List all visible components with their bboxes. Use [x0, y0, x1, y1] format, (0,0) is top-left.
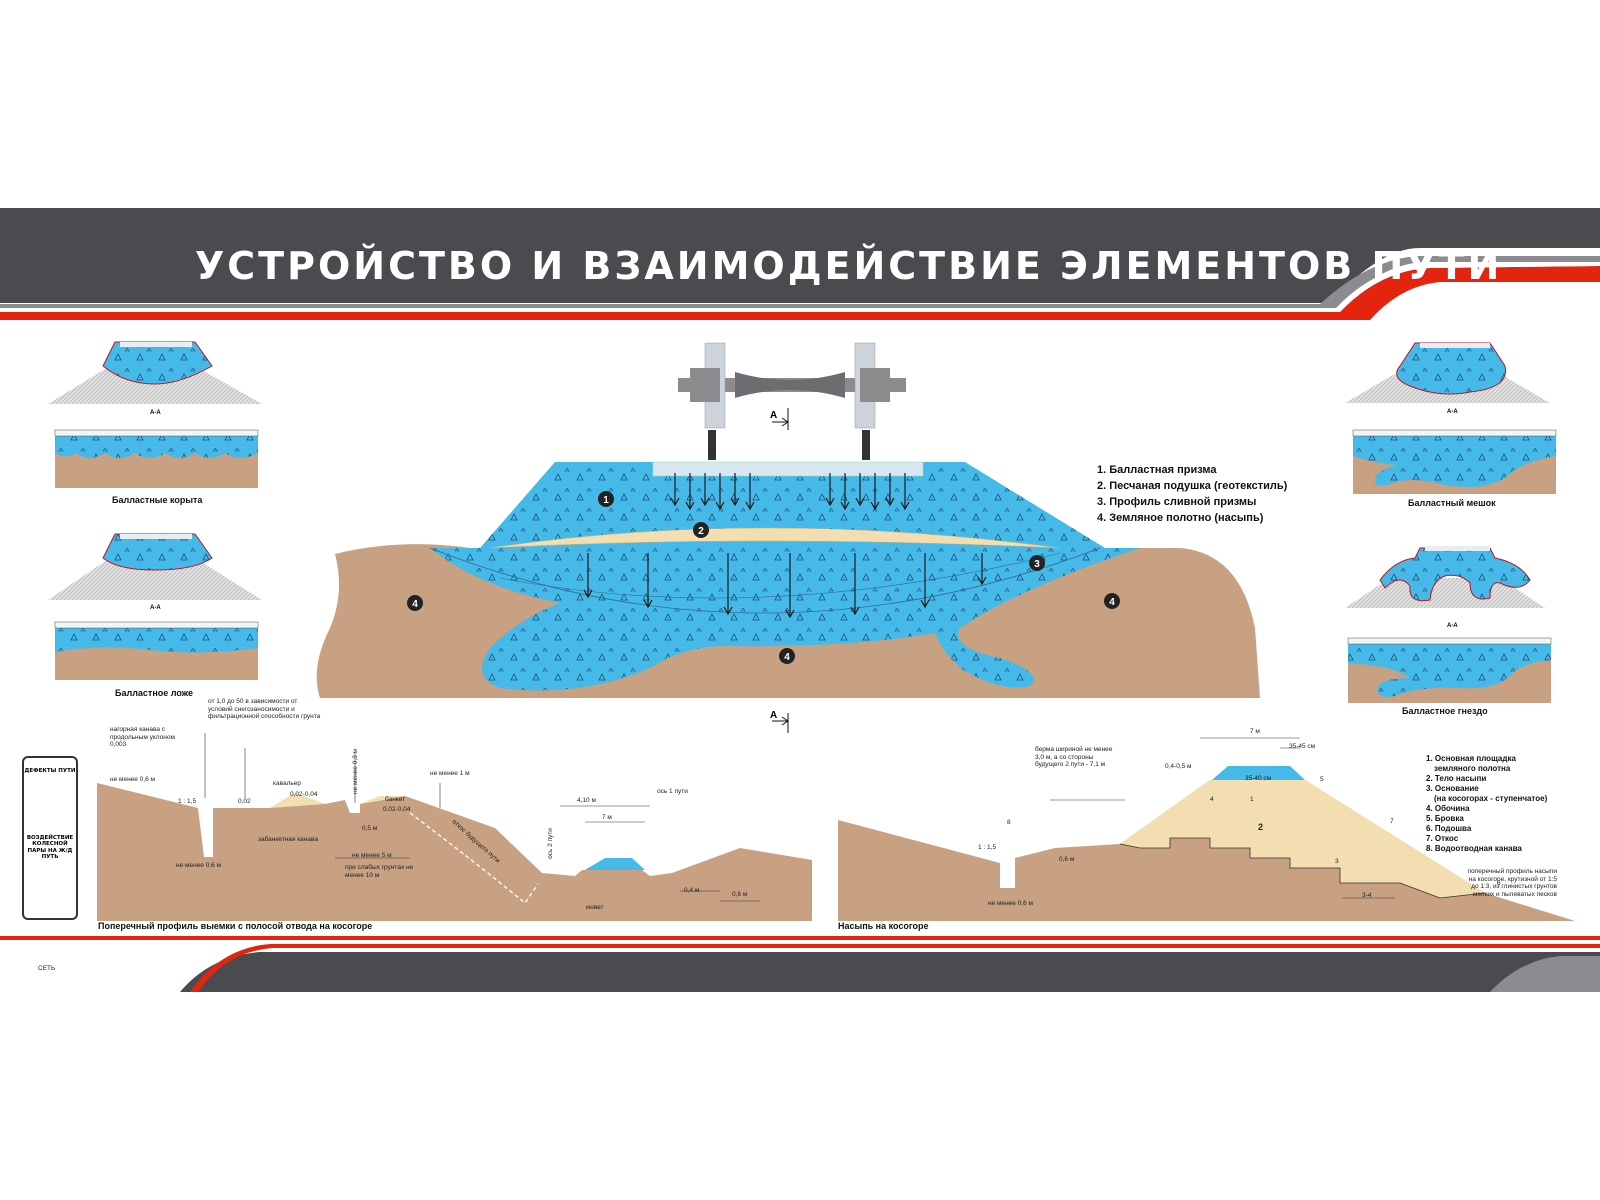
right-panels: А-А А-А [1345, 342, 1557, 703]
left-section-label-1: А-А [150, 410, 161, 416]
footer-small-text: СЕТЬ [38, 965, 56, 972]
emb-legend-8: 8. Водоотводная канава [1426, 844, 1522, 853]
emb-legend-1: 1. Основная площадка [1426, 754, 1516, 763]
marker-4-bottom: 4 [784, 652, 790, 663]
berm-note: берма шириной не менее 3,0 м, а со сторо… [1035, 746, 1113, 768]
kuvet-label: кювет [586, 904, 604, 911]
defects-box: ДЕФЕКТЫ ПУТИ ВОЗДЕЙСТВИЕ КОЛЕСНОЙ ПАРЫ Н… [22, 756, 78, 920]
width-7-label: 7 м [602, 814, 612, 821]
emb-legend-4: 4. Обочина [1426, 804, 1470, 813]
banket-label: банкет [385, 796, 406, 803]
h05-label: 0,5 м [362, 825, 378, 832]
caption-ballast-troughs: Балластные корыта [112, 495, 203, 505]
caption-cut-profile: Поперечный профиль выемки с полосой отво… [98, 921, 373, 931]
br-min06-label: не менее 0,6 м [988, 900, 1034, 907]
axis2-label: ось 2 пути [546, 828, 554, 859]
marker-3: 3 [1034, 559, 1040, 570]
marker-4-right: 4 [1109, 597, 1115, 608]
caption-ballast-nest: Балластное гнездо [1402, 706, 1488, 716]
left-section-label-2: А-А [150, 605, 161, 611]
marker-4-left: 4 [412, 599, 418, 610]
emb-legend-3: 3. Основание [1426, 784, 1479, 793]
weak-soils-note: при слабых грунтах не менее 10 м [345, 864, 414, 879]
legend-item-4: 4. Земляное полотно (насыпь) [1097, 512, 1264, 524]
legend-item-2: 2. Песчаная подушка (геотекстиль) [1097, 480, 1288, 492]
br-step-34-label: 3-4 [1362, 892, 1372, 899]
section-marker-bottom: А [770, 710, 777, 721]
zabanket-label: забанкетная канава [258, 836, 318, 843]
page-title: УСТРОЙСТВО И ВЗАИМОДЕЙСТВИЕ ЭЛЕМЕНТОВ ПУ… [195, 244, 1503, 288]
right-section-label-1: А-А [1447, 409, 1458, 415]
emb-legend-7: 7. Откос [1426, 834, 1459, 843]
marker-1: 1 [603, 495, 609, 506]
emb-legend-1b: земляного полотна [1434, 764, 1511, 773]
emb-legend-3b: (на косогорах - ступенчатое) [1434, 794, 1548, 803]
wheelset-impact-title: ВОЗДЕЙСТВИЕ КОЛЕСНОЙ ПАРЫ НА Ж/Д ПУТЬ [26, 834, 74, 861]
br-width-3545-label: 35-45 см [1289, 743, 1316, 750]
min06-label: не менее 0,6 м [110, 776, 156, 783]
caption-ballast-bed: Балластное ложе [115, 688, 194, 698]
main-diagram: А А 1 2 3 4 4 4 А-А [0, 341, 1600, 992]
kavalier-label: кавальер [273, 780, 302, 787]
slope-002-label: 0,02 [238, 798, 251, 805]
section-marker-top: А [770, 410, 777, 421]
min06b-label: не менее 0,6 м [176, 862, 222, 869]
center-legend: 1. Балластная призма 2. Песчаная подушка… [1097, 462, 1287, 526]
center-diagram: А А 1 2 3 4 4 4 [316, 342, 1261, 733]
poster: УСТРОЙСТВО И ВЗАИМОДЕЙСТВИЕ ЭЛЕМЕНТОВ ПУ… [0, 208, 1600, 992]
br-marker-4: 4 [1210, 796, 1214, 803]
min1-label: не менее 1 м [430, 770, 470, 777]
depth-06-label: 0,6 м [732, 891, 748, 898]
br-marker-5: 5 [1320, 776, 1324, 783]
embankment-legend: 1. Основная площадка земляного полотна 2… [1426, 754, 1547, 854]
br-marker-3: 3 [1335, 858, 1339, 865]
slope-ratio-label: 1 : 1,5 [178, 798, 197, 805]
caption-embankment: Насыпь на косогоре [838, 921, 929, 931]
range-note: от 1,0 до 50 в зависимости от условий сн… [208, 698, 321, 720]
br-marker-8: 8 [1007, 819, 1011, 826]
legend-item-3: 3. Профиль сливной призмы [1097, 496, 1257, 508]
br-width-7-label: 7 м [1250, 728, 1260, 735]
footer-band [0, 936, 1600, 992]
emb-legend-2: 2. Тело насыпи [1426, 774, 1487, 783]
bottom-left-profile [97, 733, 812, 921]
legend-item-1: 1. Балластная призма [1097, 464, 1217, 476]
min5-label: не менее 5 м [352, 852, 392, 859]
emb-legend-5: 5. Бровка [1426, 814, 1464, 823]
bottom-right-profile [838, 737, 1575, 921]
br-marker-1: 1 [1250, 796, 1254, 803]
min03-label: не менее 0,3 м [352, 748, 360, 795]
width-410-label: 4,10 м [577, 797, 596, 804]
kavalier-slope-label: 0,02-0,04 [290, 791, 318, 798]
br-depth-06-label: 0,6 м [1059, 856, 1075, 863]
br-width-0405-label: 0,4-0,5 м [1165, 763, 1192, 770]
embankment-note: поперечный профиль насыпи на косогоре, к… [1467, 868, 1557, 898]
br-marker-6: 6 [1497, 880, 1501, 887]
br-marker-2: 2 [1258, 822, 1264, 832]
depth-04-label: 0,4 м [684, 887, 700, 894]
header-band [0, 208, 1600, 328]
emb-legend-6: 6. Подошва [1426, 824, 1472, 833]
banket-slope-label: 0,02-0,04 [383, 806, 411, 813]
caption-ballast-bag: Балластный мешок [1408, 498, 1496, 508]
br-marker-7: 7 [1390, 818, 1394, 825]
br-slope-label: 1 : 1,5 [978, 844, 997, 851]
marker-2: 2 [698, 526, 704, 537]
right-section-label-2: А-А [1447, 623, 1458, 629]
br-width-3540-label: 35-40 см [1245, 775, 1272, 782]
defects-title: ДЕФЕКТЫ ПУТИ [24, 768, 76, 774]
ditch-note: нагорная канава с продольным уклоном 0,0… [110, 726, 175, 748]
track-axis-label: ось 1 пути [657, 788, 688, 795]
left-panels: А-А А-А [48, 341, 262, 680]
